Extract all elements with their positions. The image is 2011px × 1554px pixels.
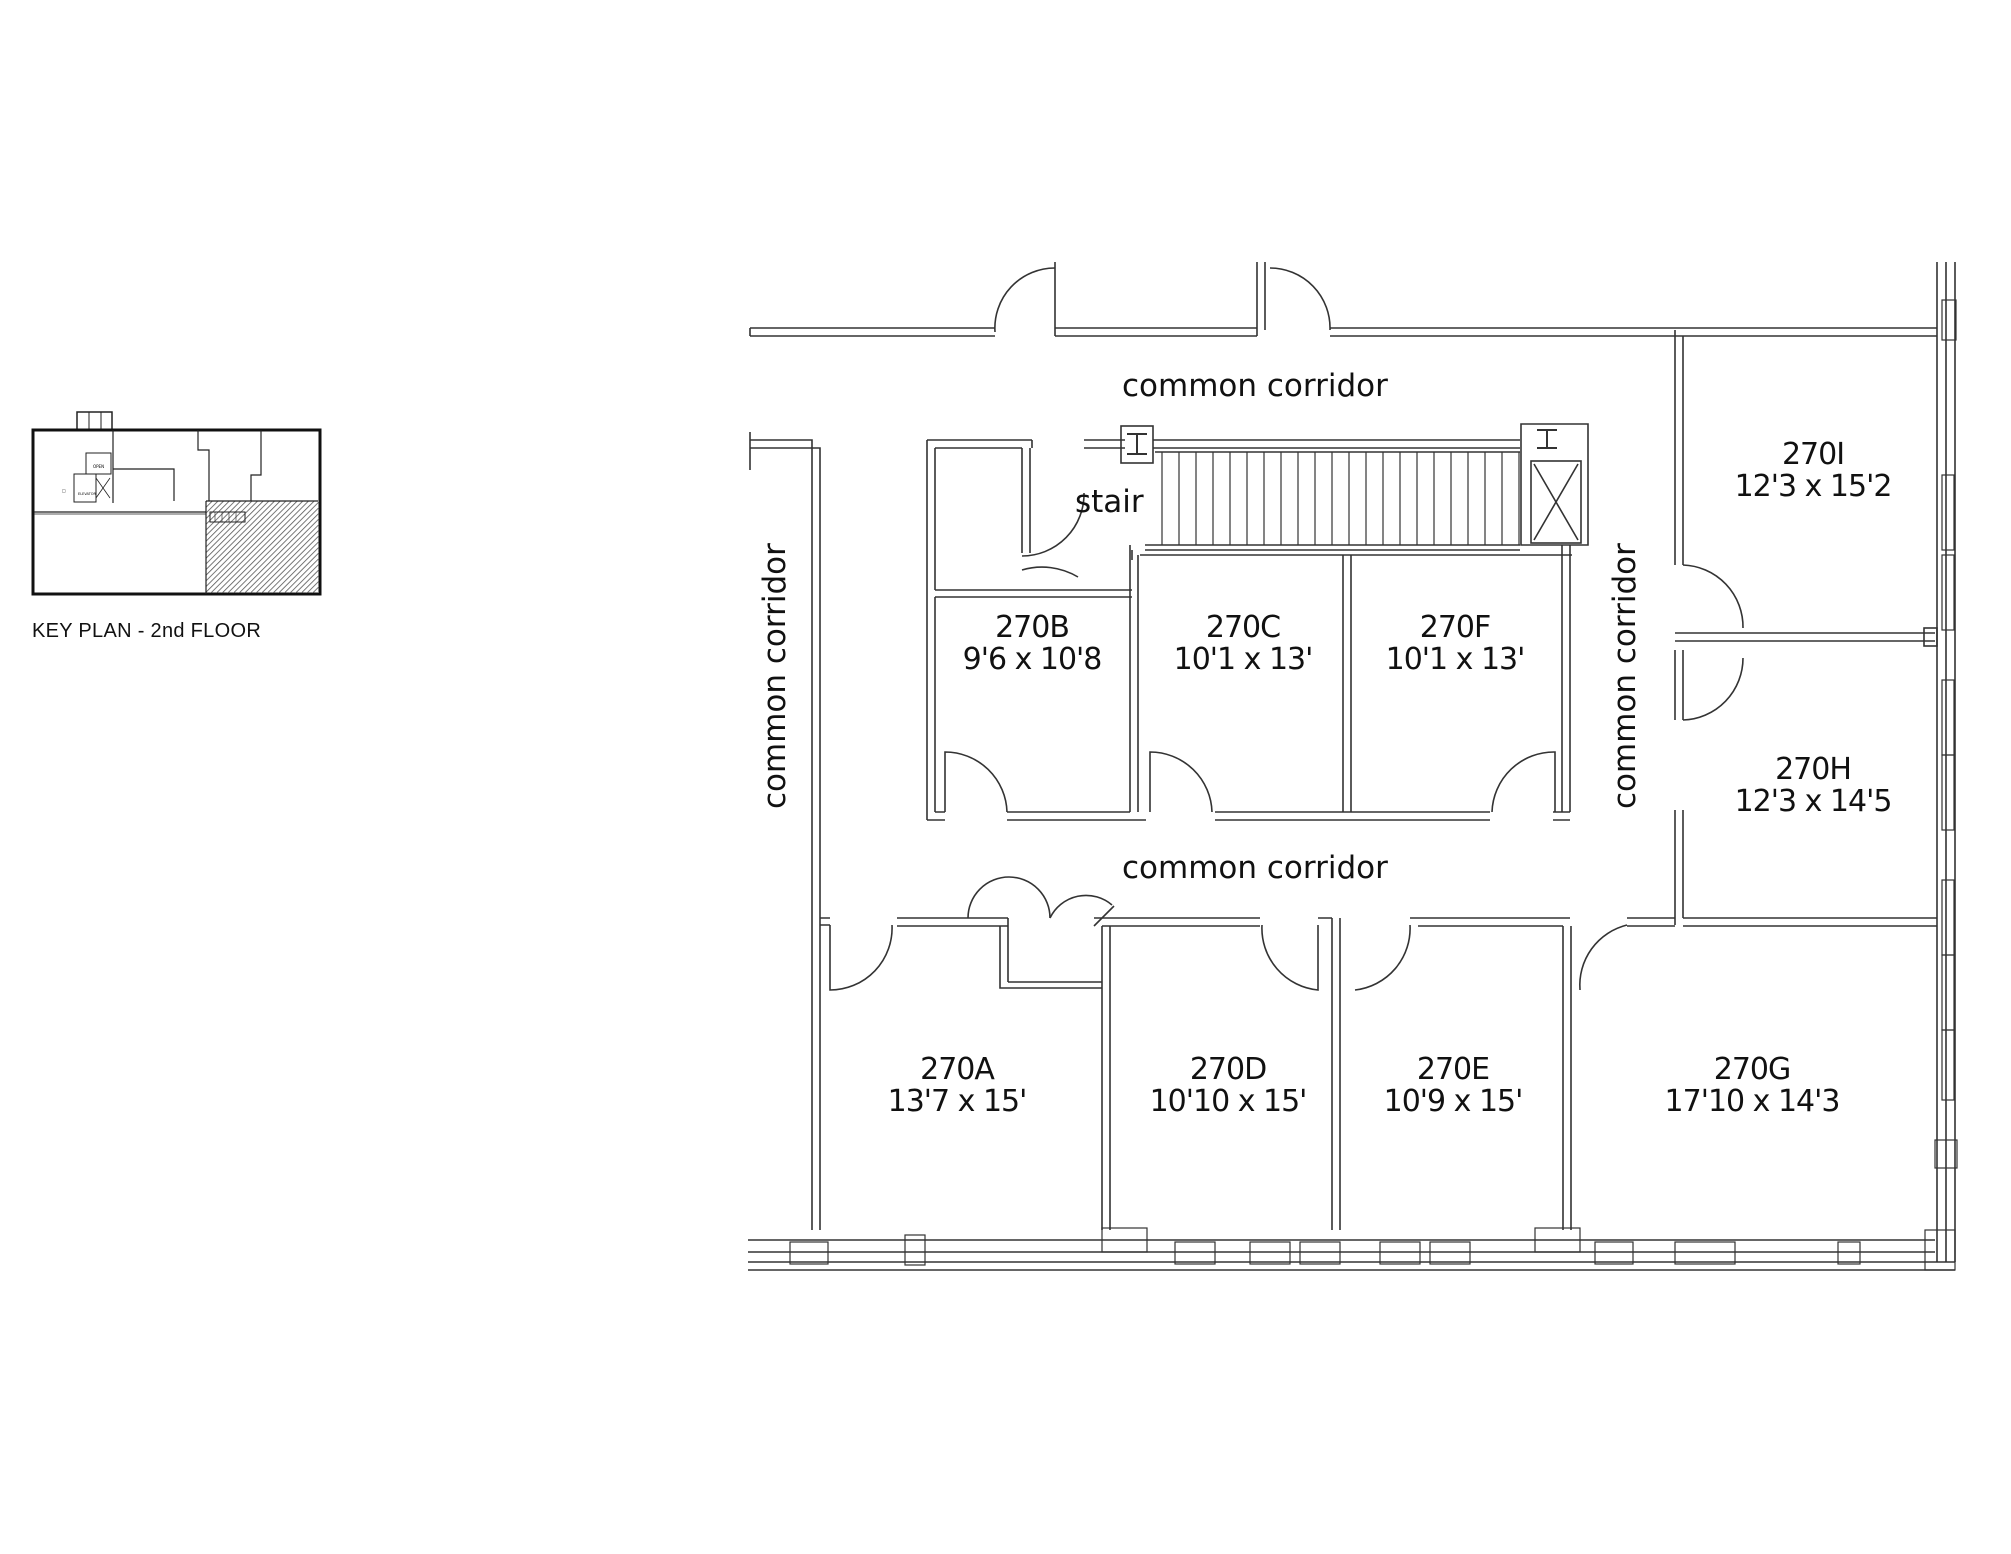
room-dimensions: 13'7 x 15'	[887, 1084, 1028, 1119]
room-270B: 270B 9'6 x 10'8	[962, 610, 1103, 677]
key-plan-label: KEY PLAN - 2nd FLOOR	[32, 620, 262, 642]
corridor-label-right: common corridor	[1607, 543, 1643, 809]
corridor-label-left: common corridor	[757, 543, 793, 809]
room-dimensions: 10'9 x 15'	[1383, 1084, 1524, 1119]
room-270A: 270A 13'7 x 15'	[887, 1052, 1028, 1119]
room-dimensions: 10'1 x 13'	[1385, 642, 1526, 677]
room-number: 270D	[1189, 1052, 1267, 1087]
svg-text:OPEN: OPEN	[93, 464, 104, 469]
room-270C: 270C 10'1 x 13'	[1173, 610, 1314, 677]
svg-text:□: □	[62, 488, 66, 493]
corridor-label-middle: common corridor	[1122, 850, 1388, 886]
room-number: 270F	[1419, 610, 1492, 645]
room-270H: 270H 12'3 x 14'5	[1734, 752, 1893, 819]
room-number: 270G	[1713, 1052, 1792, 1087]
room-dimensions: 12'3 x 14'5	[1734, 784, 1893, 819]
room-number: 270H	[1775, 752, 1852, 787]
key-plan-drawing: OPEN ELEVATOR □	[31, 411, 322, 596]
svg-text:ELEVATOR: ELEVATOR	[78, 492, 97, 496]
key-plan: OPEN ELEVATOR □ KEY PLAN - 2nd FLOOR	[0, 0, 400, 700]
corridor-label-top: common corridor	[1122, 368, 1388, 404]
room-number: 270A	[920, 1052, 995, 1087]
room-dimensions: 17'10 x 14'3	[1664, 1084, 1841, 1119]
room-dimensions: 9'6 x 10'8	[962, 642, 1103, 677]
room-270F: 270F 10'1 x 13'	[1385, 610, 1526, 677]
room-270D: 270D 10'10 x 15'	[1149, 1052, 1308, 1119]
room-number: 270E	[1416, 1052, 1490, 1087]
room-dimensions: 10'1 x 13'	[1173, 642, 1314, 677]
room-270E: 270E 10'9 x 15'	[1383, 1052, 1524, 1119]
room-number: 270C	[1205, 610, 1281, 645]
room-number: 270I	[1781, 437, 1845, 472]
stair-label: stair	[1075, 484, 1144, 520]
room-dimensions: 12'3 x 15'2	[1734, 469, 1893, 504]
room-number: 270B	[995, 610, 1070, 645]
room-270I: 270I 12'3 x 15'2	[1734, 437, 1893, 504]
room-270G: 270G 17'10 x 14'3	[1664, 1052, 1841, 1119]
room-dimensions: 10'10 x 15'	[1149, 1084, 1308, 1119]
